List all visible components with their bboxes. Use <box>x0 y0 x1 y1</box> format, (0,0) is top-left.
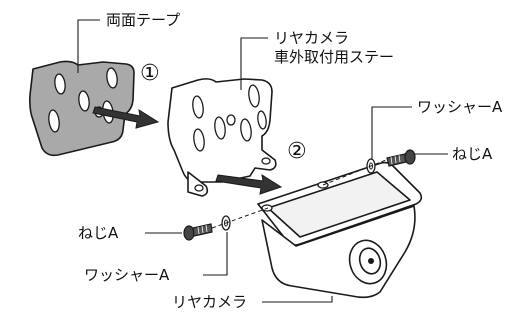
step2-marker: ② <box>287 139 307 164</box>
arrow-step1 <box>92 106 160 129</box>
assembly-axis-left <box>211 207 269 229</box>
leader-lines <box>77 19 448 303</box>
screw-left <box>183 223 213 241</box>
camera-mounting-bracket <box>167 78 277 197</box>
label-washer-right: ワッシャーA <box>417 98 503 116</box>
screw-right <box>386 149 416 167</box>
double-sided-tape <box>29 60 135 157</box>
label-bracket-line1: リヤカメラ <box>274 29 349 47</box>
step1-marker: ① <box>140 61 160 86</box>
label-washer-left: ワッシャーA <box>84 266 170 284</box>
arrow-step2 <box>215 173 283 195</box>
assembly-axis-right <box>322 159 387 186</box>
rear-camera <box>257 161 423 299</box>
label-screw-left: ねじA <box>78 224 119 242</box>
label-double-sided-tape: 両面テープ <box>106 11 180 29</box>
label-rear-camera: リヤカメラ <box>172 293 247 311</box>
label-bracket-line2: 車外取付用ステー <box>274 48 394 66</box>
label-screw-right: ねじA <box>452 145 493 163</box>
